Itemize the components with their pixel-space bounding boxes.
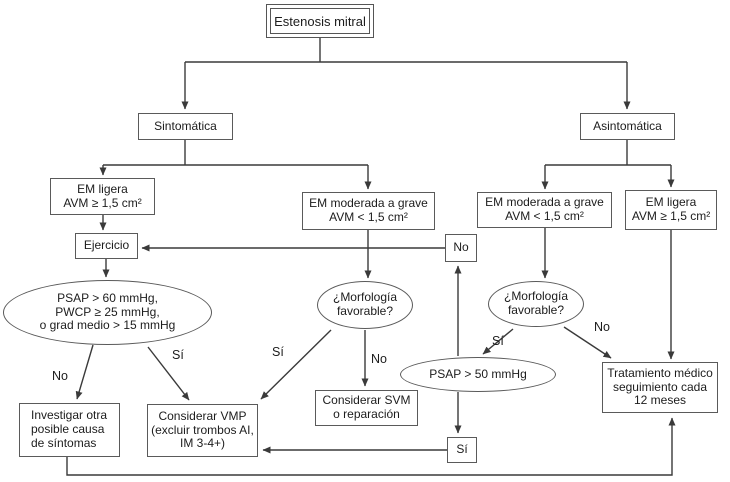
node-considerar-vmp: Considerar VMP (excluir trombos AI, IM 3…	[147, 404, 258, 457]
node-em-ligera-izquierda: EM ligera AVM ≥ 1,5 cm²	[50, 178, 155, 215]
node-tratamiento-medico: Tratamiento médico seguimiento cada 12 m…	[602, 362, 718, 413]
edge-morfologia-der-no	[563, 326, 612, 359]
edge-label-morfologia-der-no: No	[594, 320, 610, 334]
node-ejercicio: Ejercicio	[75, 233, 138, 259]
node-morfologia-favorable-derecha: ¿Morfología favorable?	[488, 281, 584, 327]
edge-presiones-no	[75, 344, 94, 400]
edge-presiones-si	[147, 346, 190, 401]
node-estenosis-mitral: Estenosis mitral	[266, 4, 374, 38]
node-estenosis-mitral-label: Estenosis mitral	[270, 8, 370, 34]
node-em-moderada-grave-derecha: EM moderada a grave AVM < 1,5 cm²	[477, 192, 612, 228]
node-em-moderada-grave-izquierda: EM moderada a grave AVM < 1,5 cm²	[302, 192, 435, 230]
edge-morfologia-izq-si	[260, 329, 332, 400]
edge-label-morfologia-izq-no: No	[371, 352, 387, 366]
node-investigar-otra-causa: Investigar otra posible causa de síntoma…	[19, 403, 120, 457]
node-asintomatica: Asintomática	[580, 113, 675, 140]
node-gate-si: Sí	[447, 437, 477, 463]
edge-label-morfologia-izq-si: Sí	[272, 345, 284, 359]
edge-label-presiones-si: Sí	[172, 348, 184, 362]
node-morfologia-favorable-izquierda: ¿Morfología favorable?	[317, 281, 413, 329]
edge-morfologia-der-si	[482, 328, 514, 355]
edge-label-presiones-no: No	[52, 369, 68, 383]
node-gate-no: No	[445, 234, 477, 262]
edge-label-morfologia-der-si: Sí	[492, 334, 504, 348]
node-considerar-svm: Considerar SVM o reparación	[315, 390, 418, 426]
node-psap-50-ellipse: PSAP > 50 mmHg	[400, 357, 556, 392]
node-presiones-ellipse: PSAP > 60 mmHg, PWCP ≥ 25 mmHg, o grad m…	[3, 280, 212, 345]
node-sintomatica: Sintomática	[138, 113, 233, 140]
node-em-ligera-derecha: EM ligera AVM ≥ 1,5 cm²	[625, 190, 717, 230]
edge-investigar-to-tratamiento	[66, 417, 676, 476]
